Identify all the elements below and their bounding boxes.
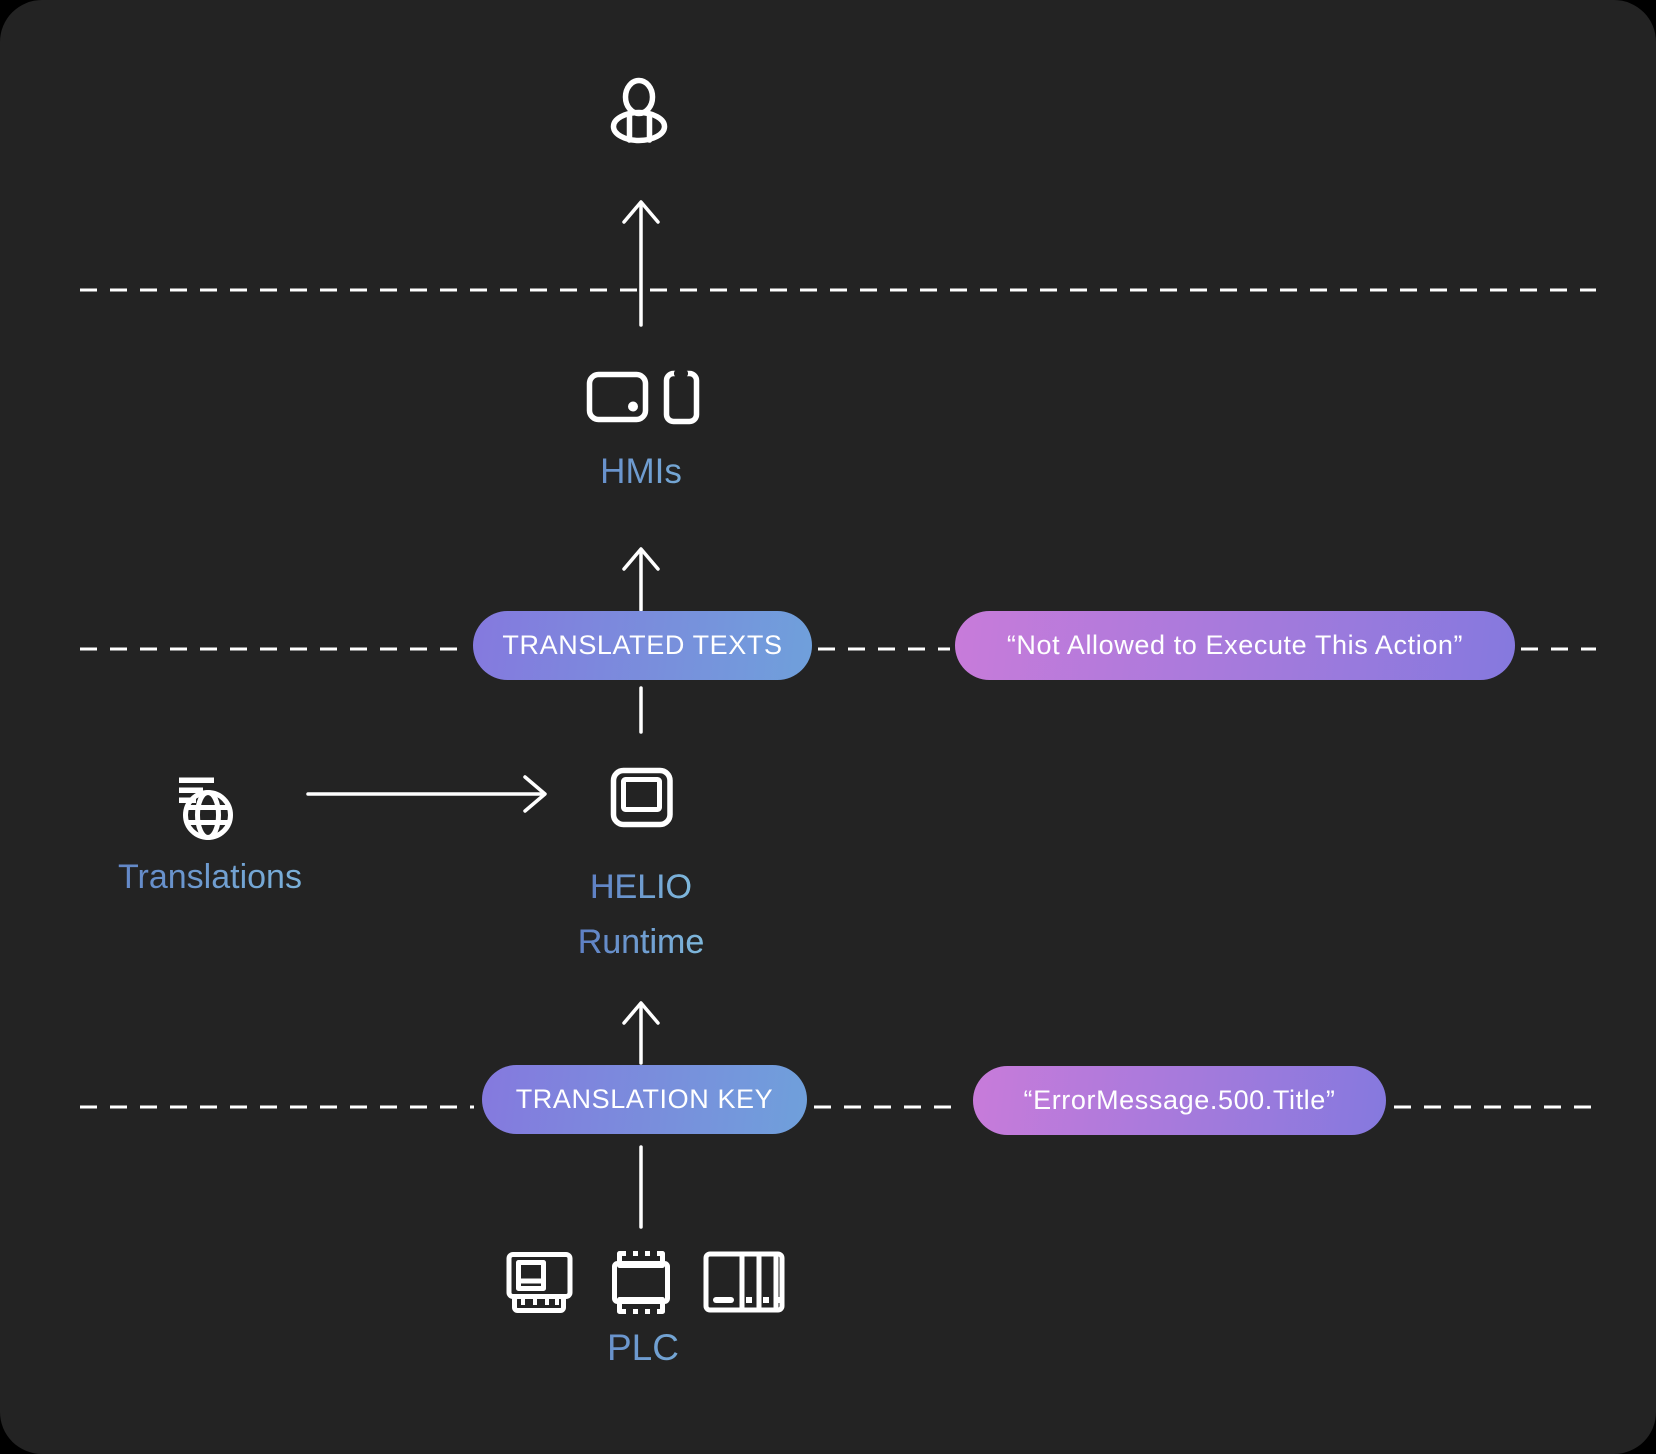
hmis-label: HMIs xyxy=(541,452,741,492)
helio-label-line1: HELIO xyxy=(590,860,692,915)
helio-runtime-label: HELIO Runtime xyxy=(511,860,771,970)
hmi-panel-icon xyxy=(610,767,673,828)
rack-plc-icon xyxy=(703,1251,785,1313)
arrow-runtime-to-hmis xyxy=(622,547,660,612)
plc-controller-icon xyxy=(506,1252,573,1313)
plc-label: PLC xyxy=(543,1327,743,1369)
arrow-translations-to-runtime xyxy=(306,775,547,813)
translated-text-example-pill: “Not Allowed to Execute This Action” xyxy=(955,611,1515,680)
din-rail-module-icon xyxy=(612,1250,670,1315)
tablet-icon xyxy=(586,371,649,423)
globe-text-lines-icon xyxy=(179,777,233,840)
arrow-key-to-runtime xyxy=(622,1001,660,1065)
arrow-hmis-to-user xyxy=(622,200,660,327)
person-icon xyxy=(610,77,668,144)
translation-key-pill: TRANSLATION KEY xyxy=(482,1065,807,1134)
smartphone-icon xyxy=(663,370,700,425)
helio-label-line2: Runtime xyxy=(578,915,705,970)
translations-label: Translations xyxy=(85,858,335,897)
translation-key-example-pill: “ErrorMessage.500.Title” xyxy=(973,1066,1386,1135)
translated-texts-pill: TRANSLATED TEXTS xyxy=(473,611,812,680)
